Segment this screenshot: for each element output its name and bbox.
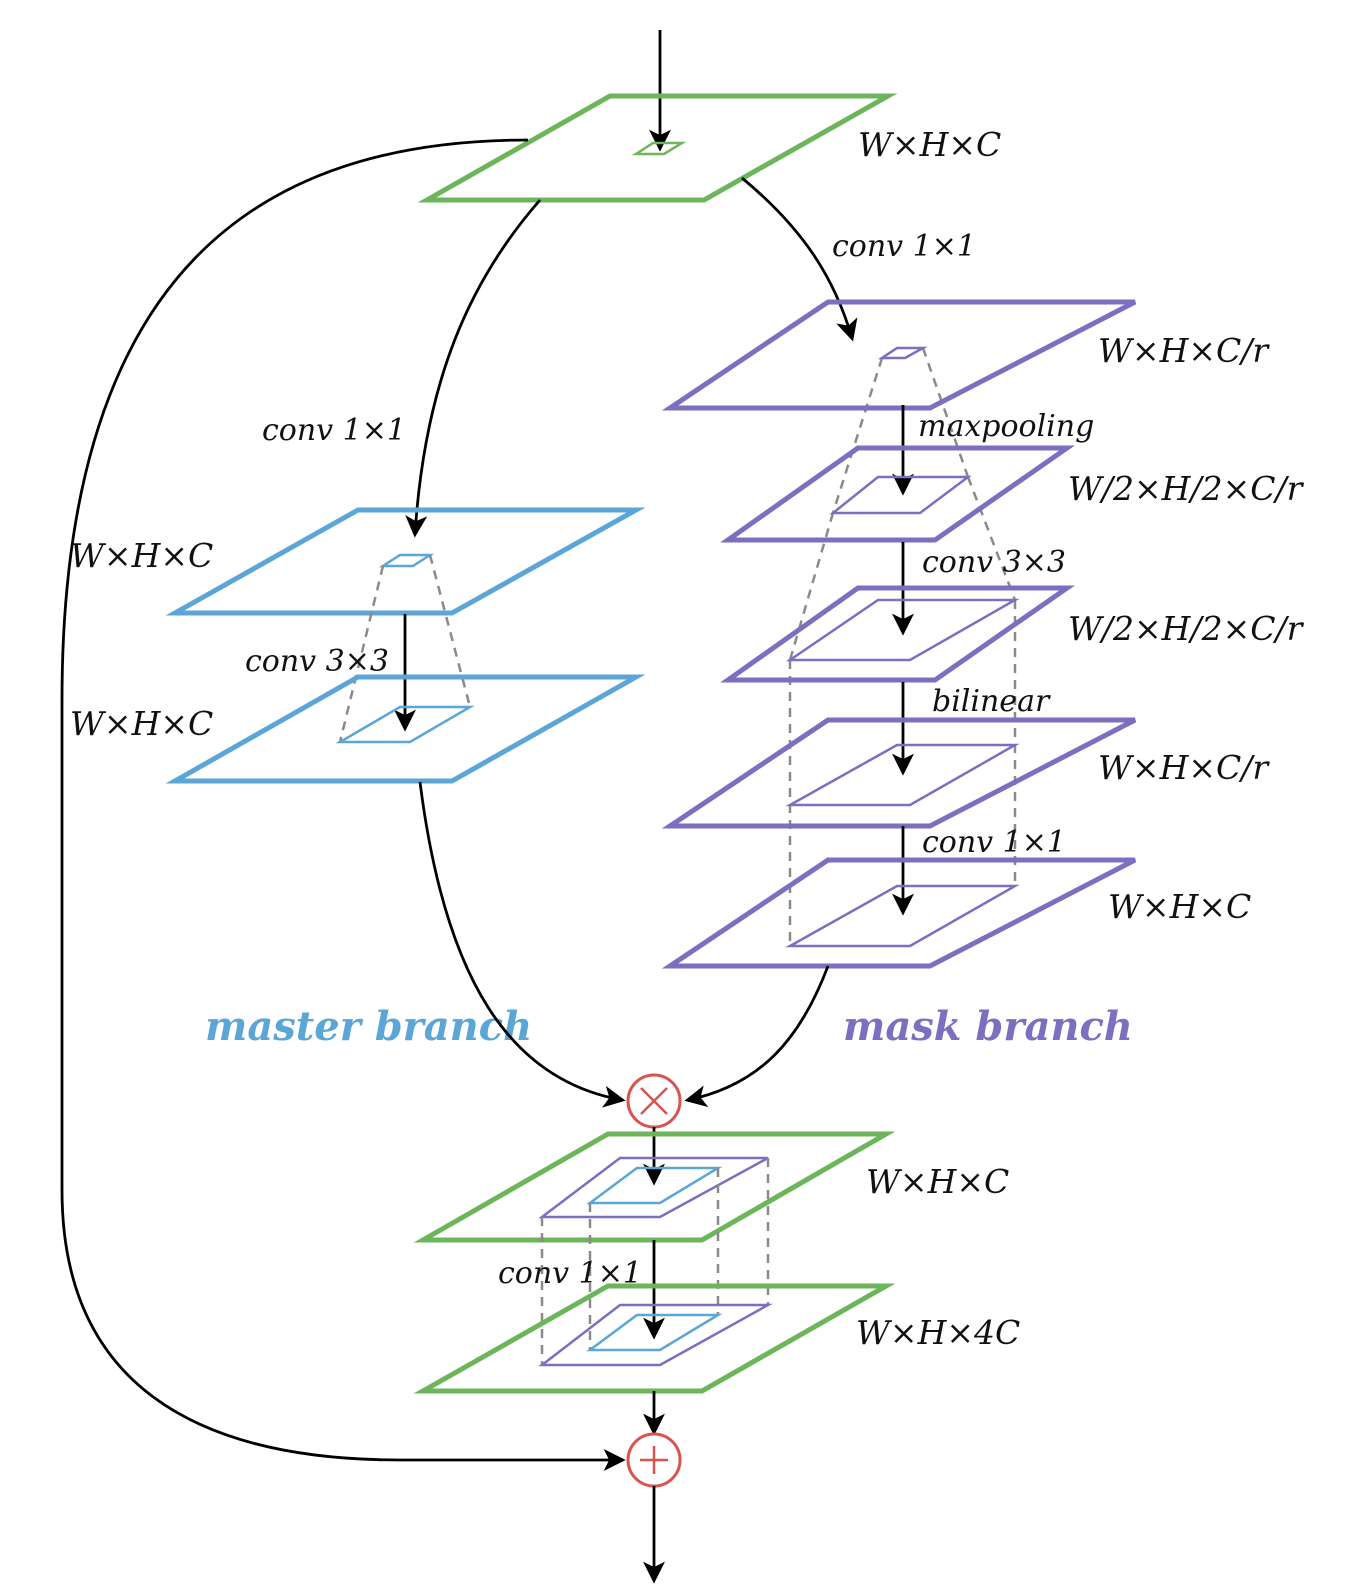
- output-mask-region-1: [538, 1156, 769, 1219]
- mask-receptive-line: [788, 512, 835, 661]
- output-dim-label-2: W×H×4C: [856, 1313, 1020, 1352]
- mask-dim-label-2: W/2×H/2×C/r: [1068, 469, 1305, 508]
- mask-conv3-label: conv 3×3: [922, 545, 1066, 580]
- master-conv1-arrow: [405, 199, 542, 538]
- master-kernel-patch: [378, 553, 435, 568]
- master-feature-map-2: [165, 674, 646, 784]
- input-kernel-patch: [631, 141, 687, 156]
- master-conv3-label: conv 3×3: [245, 644, 389, 679]
- mask-dim-label-3: W/2×H/2×C/r: [1068, 609, 1305, 648]
- mask-receptive-line: [831, 357, 884, 514]
- master-branch-title: master branch: [205, 1003, 532, 1050]
- mask-dim-label-1: W×H×C/r: [1098, 331, 1270, 370]
- output-dim-label-1: W×H×C: [866, 1162, 1009, 1201]
- mask-inner-region-3: [785, 598, 1020, 662]
- mask-feature-map-4: [661, 717, 1137, 829]
- mask-branch-title: mask branch: [843, 1003, 1133, 1050]
- output-feature-map-1: [413, 1131, 896, 1243]
- master-to-multiply-arrow: [418, 781, 626, 1108]
- master-inner-region: [335, 705, 475, 744]
- input-dim-label: W×H×C: [858, 125, 1001, 164]
- mask-dim-label-4: W×H×C/r: [1098, 748, 1270, 787]
- mask-kernel-patch: [877, 346, 928, 360]
- mask-feature-map-1: [661, 299, 1137, 411]
- master-receptive-line: [428, 554, 472, 708]
- mask-receptive-line: [921, 347, 970, 478]
- mask-dim-label-5: W×H×C: [1108, 887, 1251, 926]
- mask-conv1-arrow: [741, 176, 858, 342]
- mask-inner-region-4: [785, 743, 1020, 807]
- input-feature-map: [417, 93, 898, 203]
- master-dim-label-1: W×H×C: [70, 536, 213, 575]
- skip-connection-arrow: [60, 138, 626, 1471]
- mask-to-multiply-arrow: [684, 965, 830, 1108]
- mask-receptive-line: [966, 476, 1017, 601]
- multiply-circle-icon: [626, 1073, 682, 1129]
- master-receptive-line: [338, 565, 385, 743]
- mask-pool-label: maxpooling: [918, 409, 1094, 444]
- output-feature-map-2: [413, 1283, 896, 1394]
- plus-circle-icon: [626, 1432, 682, 1488]
- output-master-region-2: [586, 1313, 723, 1352]
- mask-inner-region-5: [785, 884, 1020, 948]
- output-master-region-1: [586, 1166, 723, 1205]
- mask-feature-map-2: [720, 445, 1075, 543]
- output-mask-region-2: [538, 1303, 773, 1367]
- mask-feature-map-3: [720, 585, 1075, 683]
- mask-bilinear-label: bilinear: [932, 684, 1051, 719]
- mask-conv1b-label: conv 1×1: [922, 825, 1066, 860]
- mask-inner-region-2: [829, 475, 972, 515]
- master-conv1-label: conv 1×1: [262, 413, 406, 448]
- mask-feature-map-5: [661, 857, 1137, 969]
- master-feature-map-1: [165, 507, 646, 616]
- master-dim-label-2: W×H×C: [70, 704, 213, 743]
- mask-conv1-label: conv 1×1: [832, 229, 976, 264]
